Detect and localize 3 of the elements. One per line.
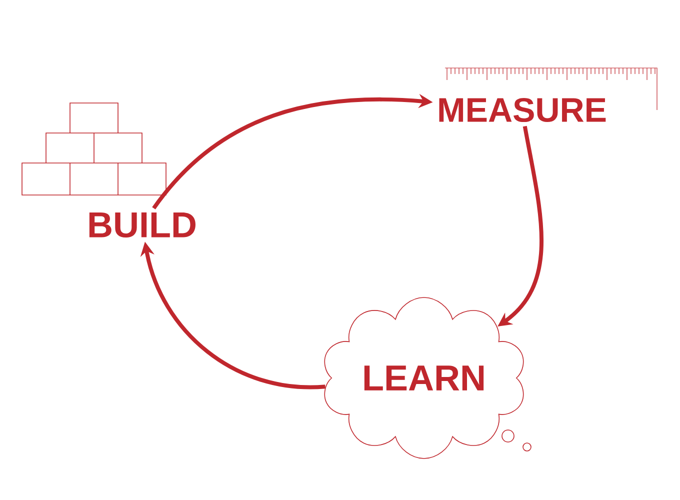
stage-label: BUILD [89, 212, 196, 238]
stage-label: MEASURE [439, 98, 606, 122]
thought-cloud: LEARN [324, 297, 524, 459]
